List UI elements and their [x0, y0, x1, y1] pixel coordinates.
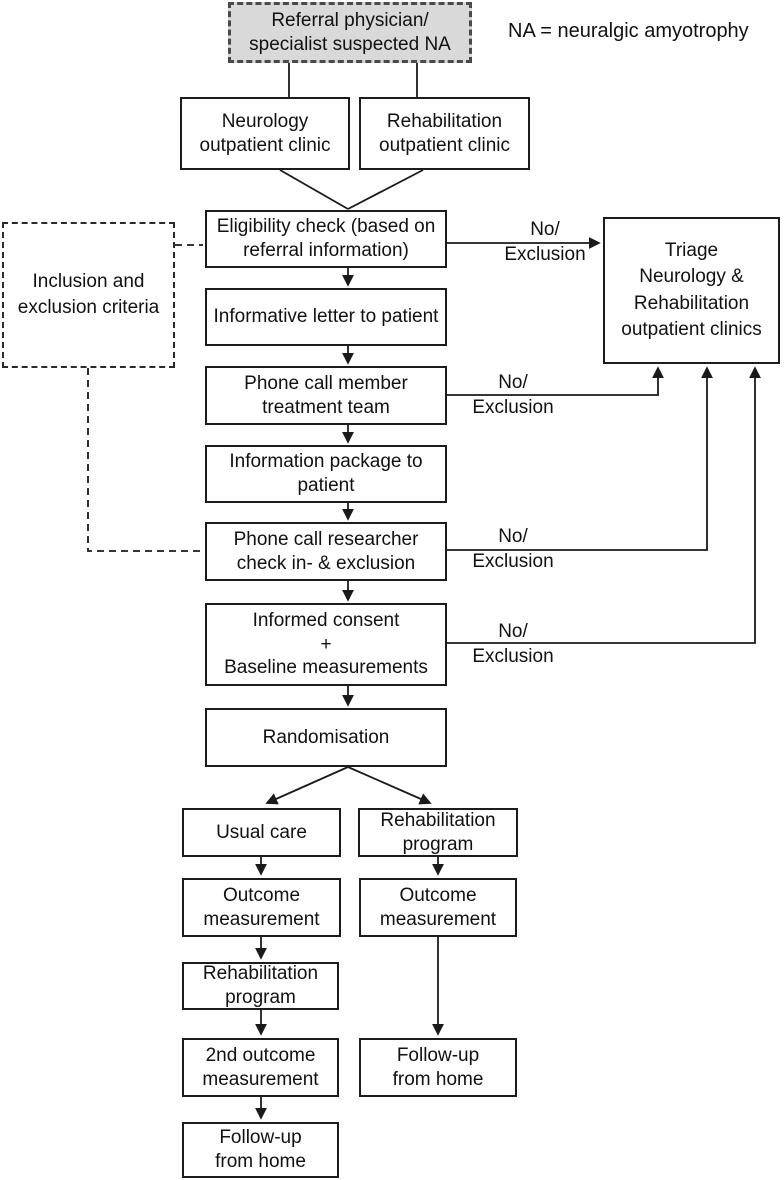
node-neurology-clinic: Neurology outpatient clinic	[180, 97, 350, 170]
edge-rehab-to-eligibility	[347, 169, 424, 210]
edge-neurology-to-eligibility	[279, 169, 349, 210]
node-information-package: Information package to patient	[205, 445, 447, 503]
edge-label-consent-exclusion: No/ Exclusion	[472, 621, 554, 667]
node-phone-call-treatment-team: Phone call member treatment team	[205, 366, 447, 425]
node-rehab-program-left: Rehabilitation program	[182, 962, 339, 1010]
node-usual-care: Usual care	[182, 808, 341, 857]
node-randomisation: Randomisation	[205, 708, 447, 767]
node-phone-call-researcher: Phone call researcher check in- & exclus…	[205, 522, 447, 581]
node-informed-consent-baseline: Informed consent + Baseline measurements	[205, 603, 447, 686]
edge-randomisation-to-usual-care	[265, 766, 349, 805]
legend-na-abbreviation: NA = neuralgic amyotrophy	[508, 20, 749, 42]
edge-label-team-exclusion: No/ Exclusion	[472, 372, 554, 418]
node-rehabilitation-clinic: Rehabilitation outpatient clinic	[359, 97, 530, 170]
node-inclusion-exclusion-criteria: Inclusion and exclusion criteria	[2, 222, 175, 368]
edge-team-exclusion-line	[447, 366, 664, 396]
node-eligibility-check: Eligibility check (based on referral inf…	[205, 210, 447, 268]
edge-researcher-exclusion-line	[447, 366, 713, 551]
node-followup-left: Follow-up from home	[182, 1122, 339, 1178]
node-triage-clinics: Triage Neurology & Rehabilitation outpat…	[603, 217, 780, 364]
node-referral-physician: Referral physician/ specialist suspected…	[228, 2, 472, 63]
edge-label-eligibility-exclusion: No/ Exclusion	[504, 219, 586, 265]
node-2nd-outcome-measurement: 2nd outcome measurement	[182, 1038, 339, 1097]
edge-label-researcher-exclusion: No/ Exclusion	[472, 526, 554, 572]
node-rehab-program-right: Rehabilitation program	[358, 808, 518, 857]
edge-criteria-to-researcher	[87, 368, 203, 552]
edge-randomisation-to-rehab-program	[347, 766, 432, 805]
node-followup-right: Follow-up from home	[359, 1038, 517, 1097]
node-informative-letter: Informative letter to patient	[205, 288, 447, 346]
node-outcome-measurement-right: Outcome measurement	[359, 878, 517, 937]
edge-consent-exclusion-line	[447, 366, 761, 644]
node-outcome-measurement-left: Outcome measurement	[182, 878, 341, 937]
